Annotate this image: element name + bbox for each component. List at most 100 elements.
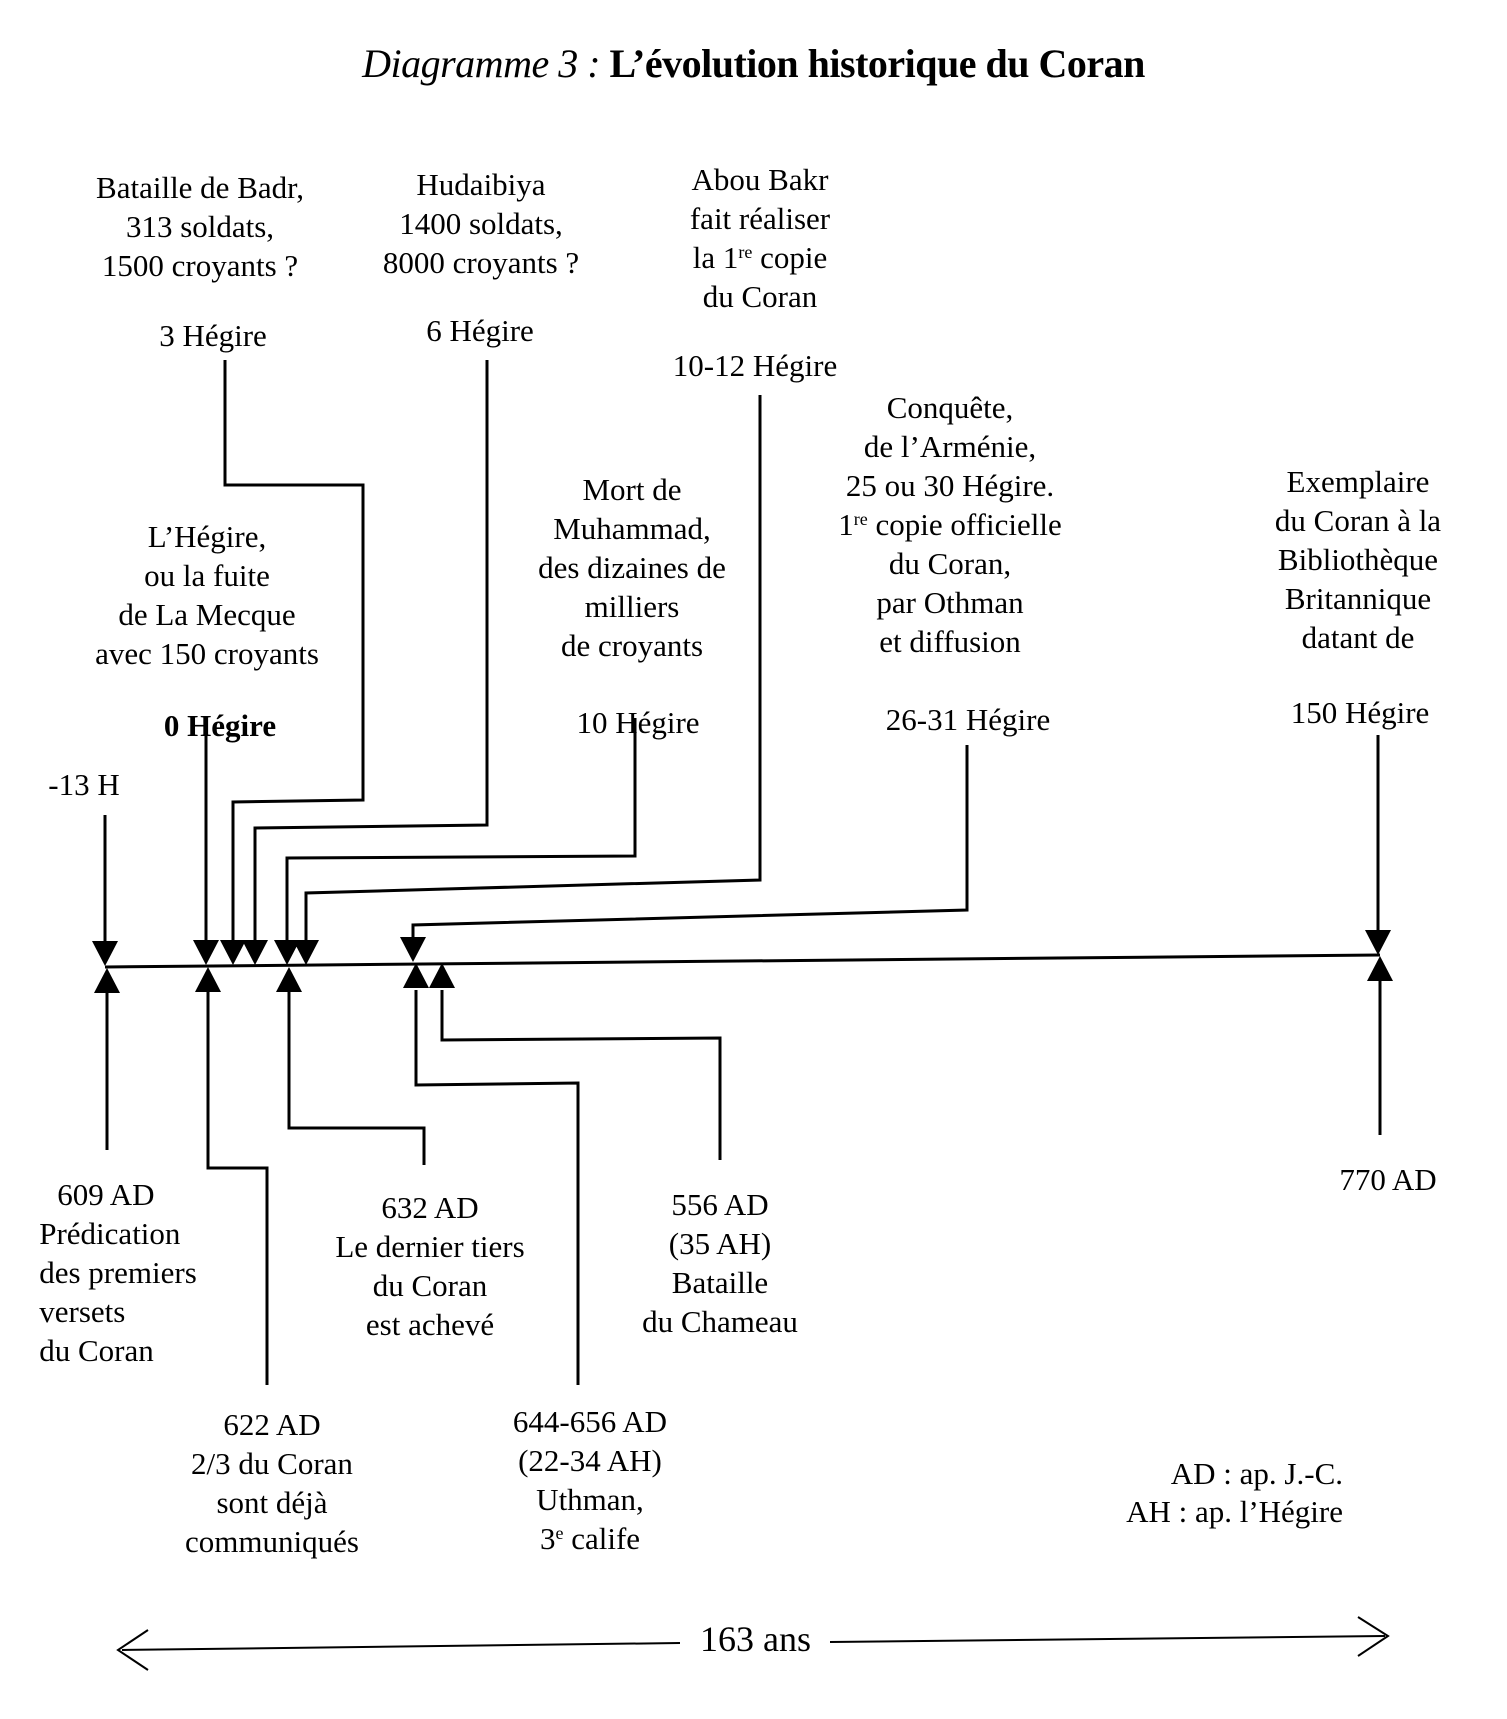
event-abou-bakr-line: Abou Bakr <box>691 162 829 197</box>
arrowhead-up-icon <box>94 968 120 993</box>
arrowhead-down-icon <box>220 940 246 965</box>
event-exemplaire-date: 150 Hégire <box>1290 695 1430 730</box>
event-556-line: (35 AH) <box>668 1226 772 1261</box>
connector-hudaibiya <box>253 360 489 945</box>
event-632-line: est achevé <box>365 1307 495 1342</box>
event-556-line: du Chameau <box>642 1304 798 1339</box>
span-right-arrowhead-icon <box>1357 1616 1390 1657</box>
event-othman-line: de l’Arménie, <box>863 429 1037 464</box>
span-line-right <box>829 1635 1386 1643</box>
event-abou-bakr-line: fait réaliser <box>689 201 831 236</box>
event-othman-label: Conquête, de l’Arménie, 25 ou 30 Hégire.… <box>838 388 1061 661</box>
span-label: 163 ans <box>690 1618 821 1660</box>
event-mort-line: milliers <box>584 589 680 624</box>
event-644-line: 644-656 AD <box>512 1404 668 1439</box>
event-badr-label: Bataille de Badr, 313 soldats, 1500 croy… <box>96 168 304 285</box>
event-609-line: 609 AD <box>57 1177 155 1212</box>
arrowhead-up-icon <box>276 967 302 992</box>
event-othman-line: et diffusion <box>879 624 1021 659</box>
event-556-line: Bataille <box>671 1265 769 1300</box>
event-exemplaire-label: Exemplaire du Coran à la Bibliothèque Br… <box>1275 462 1441 657</box>
event-622-line: 622 AD <box>223 1407 321 1442</box>
event-609-label: 609 AD Prédication des premiers versets … <box>39 1175 197 1370</box>
legend: AD : ap. J.-C. AH : ap. l’Hégire <box>1126 1455 1343 1531</box>
event-632-line: 632 AD <box>381 1190 479 1225</box>
event-hegire-line: ou la fuite <box>144 558 270 593</box>
arrowhead-up-icon <box>403 963 429 988</box>
event-exemplaire-line: Exemplaire <box>1286 464 1430 499</box>
event-exemplaire-line: Britannique <box>1284 581 1432 616</box>
event-hegire-line: avec 150 croyants <box>95 636 319 671</box>
timeline-axis <box>104 953 1381 969</box>
event-556-line: 556 AD <box>671 1187 769 1222</box>
event-exemplaire-line: du Coran à la <box>1274 503 1442 538</box>
title-prefix: Diagramme 3 : <box>362 41 601 86</box>
event-644-line: 3e calife <box>539 1521 641 1556</box>
connector-othman <box>411 745 969 940</box>
connector-556 <box>440 990 722 1160</box>
event-609-line: versets <box>39 1294 126 1329</box>
event-othman-line: Conquête, <box>886 390 1014 425</box>
event-622-label: 622 AD 2/3 du Coran sont déjà communiqué… <box>185 1405 359 1561</box>
event-622-line: sont déjà <box>216 1485 328 1520</box>
diagram-title: Diagramme 3 : L’évolution historique du … <box>0 40 1507 87</box>
event-abou-bakr-date: 10-12 Hégire <box>672 348 838 383</box>
event-mort-label: Mort de Muhammad, des dizaines de millie… <box>538 470 726 665</box>
connector-632 <box>287 990 426 1165</box>
event-622-line: communiqués <box>185 1524 359 1559</box>
title-main: L’évolution historique du Coran <box>609 41 1146 86</box>
arrowhead-up-icon <box>195 967 221 992</box>
event-badr-line: 1500 croyants ? <box>101 248 299 283</box>
event-exemplaire-line: datant de <box>1301 620 1415 655</box>
connector-abou-bakr <box>304 395 762 945</box>
event-othman-date: 26-31 Hégire <box>885 702 1051 737</box>
event-556-label: 556 AD (35 AH) Bataille du Chameau <box>642 1185 798 1341</box>
event-abou-bakr-line: la 1re copie <box>692 240 828 275</box>
event-abou-bakr-line: du Coran <box>702 279 818 314</box>
legend-ad: AD : ap. J.-C. <box>1170 1456 1343 1491</box>
event-mort-line: de croyants <box>560 628 704 663</box>
event-644-line: Uthman, <box>536 1482 644 1517</box>
event-609-line: du Coran <box>39 1333 154 1368</box>
event-mort-date: 10 Hégire <box>576 705 700 740</box>
event-othman-line: du Coran, <box>888 546 1012 581</box>
event-abou-bakr-label: Abou Bakr fait réaliser la 1re copie du … <box>690 160 830 316</box>
event-othman-line: 1re copie officielle <box>838 507 1062 542</box>
connector-622 <box>206 990 269 1385</box>
arrowhead-up-icon <box>429 963 455 988</box>
event-609-line: Prédication <box>39 1216 181 1251</box>
arrowhead-down-icon <box>1365 930 1391 955</box>
event-622-line: 2/3 du Coran <box>191 1446 353 1481</box>
arrowhead-down-icon <box>242 940 268 965</box>
arrowhead-down-icon <box>92 941 118 966</box>
arrowhead-down-icon <box>293 940 319 965</box>
event-770-line: 770 AD <box>1339 1162 1437 1197</box>
connector-644 <box>414 990 580 1385</box>
event-609-line: des premiers <box>39 1255 197 1290</box>
event-hudaibiya-label: Hudaibiya 1400 soldats, 8000 croyants ? <box>383 165 579 282</box>
connector-mort <box>285 718 637 945</box>
event-644-label: 644-656 AD (22-34 AH) Uthman, 3e calife <box>513 1402 667 1558</box>
event-othman-line: 25 ou 30 Hégire. <box>845 468 1055 503</box>
event-hegire-date: 0 Hégire <box>163 708 277 743</box>
event-hegire-label: L’Hégire, ou la fuite de La Mecque avec … <box>95 517 319 673</box>
event-mort-line: des dizaines de <box>538 550 726 585</box>
event-badr-line: 313 soldats, <box>125 209 275 244</box>
span-line-left <box>121 1642 681 1651</box>
event-632-line: Le dernier tiers <box>335 1229 525 1264</box>
arrowhead-up-icon <box>1367 956 1393 981</box>
event-770-label: 770 AD <box>1339 1160 1436 1199</box>
arrowhead-down-icon <box>274 940 300 965</box>
connector-badr <box>223 360 365 945</box>
event-hudaibiya-line: 1400 soldats, <box>399 206 563 241</box>
event-hudaibiya-line: Hudaibiya <box>416 167 546 202</box>
event-mort-line: Muhammad, <box>553 511 711 546</box>
event-hegire-line: de La Mecque <box>118 597 296 632</box>
event-hegire-line: L’Hégire, <box>147 519 267 554</box>
event-badr-line: Bataille de Badr, <box>96 170 304 205</box>
legend-ah: AH : ap. l’Hégire <box>1126 1494 1343 1529</box>
arrowhead-down-icon <box>400 937 426 962</box>
event-start-date: -13 H <box>48 767 120 802</box>
